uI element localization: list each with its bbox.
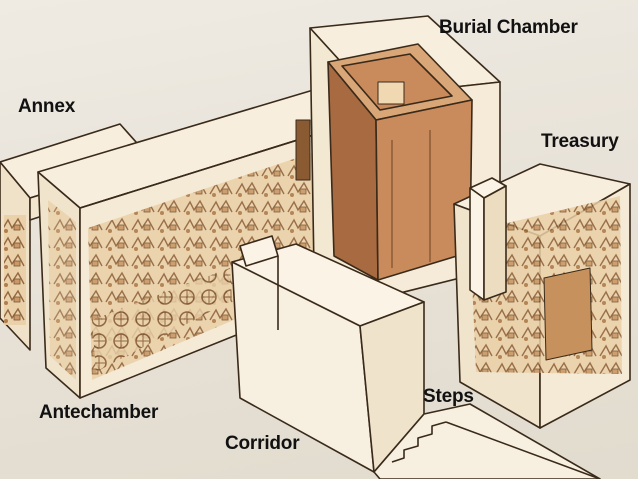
treasury-label: Treasury [541, 131, 619, 152]
steps [373, 403, 601, 479]
corridor-label: Corridor [225, 433, 300, 454]
corridor [231, 235, 425, 473]
treasury-room [453, 163, 631, 429]
burial-chamber-label: Burial Chamber [439, 17, 578, 38]
burial-chamber-room [309, 15, 501, 301]
steps-label: Steps [423, 386, 474, 407]
antechamber-label: Antechamber [39, 402, 159, 423]
annex-label: Annex [18, 96, 76, 117]
antechamber-room [37, 87, 369, 399]
